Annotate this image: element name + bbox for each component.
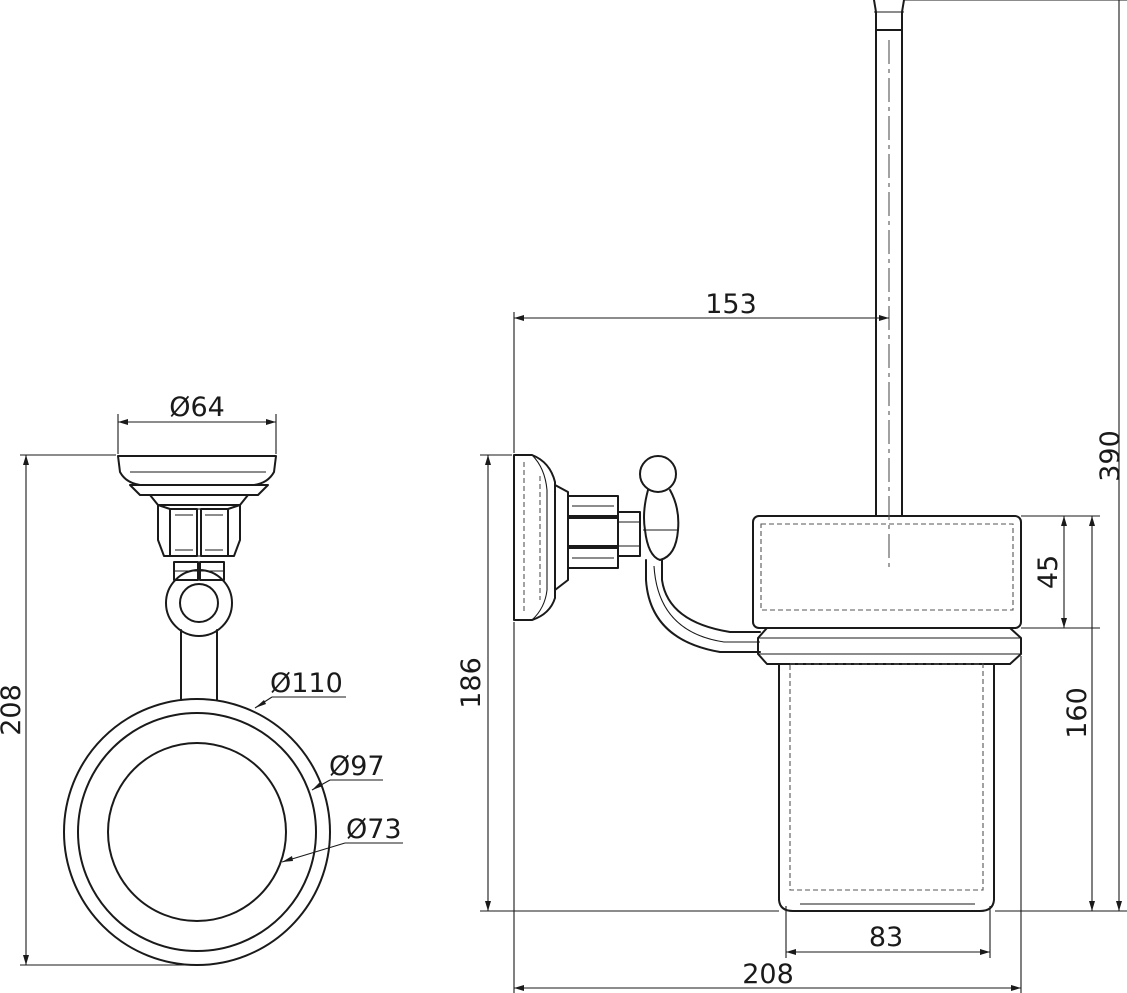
dim-side-height-label: 208	[0, 684, 27, 736]
leader-ring-middle	[311, 779, 383, 791]
cup-collar	[757, 627, 1022, 665]
cup-rim	[752, 515, 1022, 629]
leader-ring-middle-label: Ø97	[329, 751, 385, 782]
brush-handle	[873, 0, 905, 572]
dim-base-diameter-label: Ø64	[169, 392, 225, 423]
front-view: 153 390 186 45	[456, 0, 1127, 993]
hex-nut	[617, 511, 641, 557]
side-knuckle	[157, 504, 241, 557]
flange-neck	[554, 484, 619, 591]
side-view: Ø64 Ø110 Ø97 Ø73 208	[0, 392, 403, 966]
holder-arm	[645, 559, 761, 653]
leader-ring-outer	[254, 696, 346, 709]
wall-flange	[513, 454, 556, 621]
leader-ring-outer-label: Ø110	[270, 668, 343, 699]
dim-brush-reach	[513, 312, 889, 453]
dim-cup-bottom-width	[785, 906, 991, 958]
side-loop	[165, 569, 233, 637]
cup-body	[778, 663, 995, 912]
dim-total-width	[513, 622, 1022, 993]
side-cup-rings	[63, 698, 331, 966]
dim-rim-height-label: 45	[1033, 555, 1064, 589]
side-wall-flange	[117, 455, 277, 506]
side-stem	[180, 629, 218, 701]
dim-total-width-label: 208	[742, 959, 794, 990]
dim-total-height	[904, 0, 1127, 912]
dim-holder-height	[480, 454, 779, 912]
dim-total-height-label: 390	[1095, 430, 1126, 482]
ball-finial	[639, 455, 680, 561]
dim-side-height	[20, 454, 197, 966]
dim-holder-height-label: 186	[456, 657, 487, 709]
leader-ring-inner-label: Ø73	[346, 814, 402, 845]
leader-ring-inner	[281, 842, 403, 863]
dim-brush-reach-label: 153	[705, 289, 757, 320]
dim-cup-bottom-width-label: 83	[869, 922, 903, 953]
dim-base-diameter	[117, 414, 277, 454]
dim-cup-height-label: 160	[1062, 687, 1093, 739]
dim-rim-height	[1021, 515, 1100, 629]
dim-cup-height	[1089, 516, 1095, 911]
